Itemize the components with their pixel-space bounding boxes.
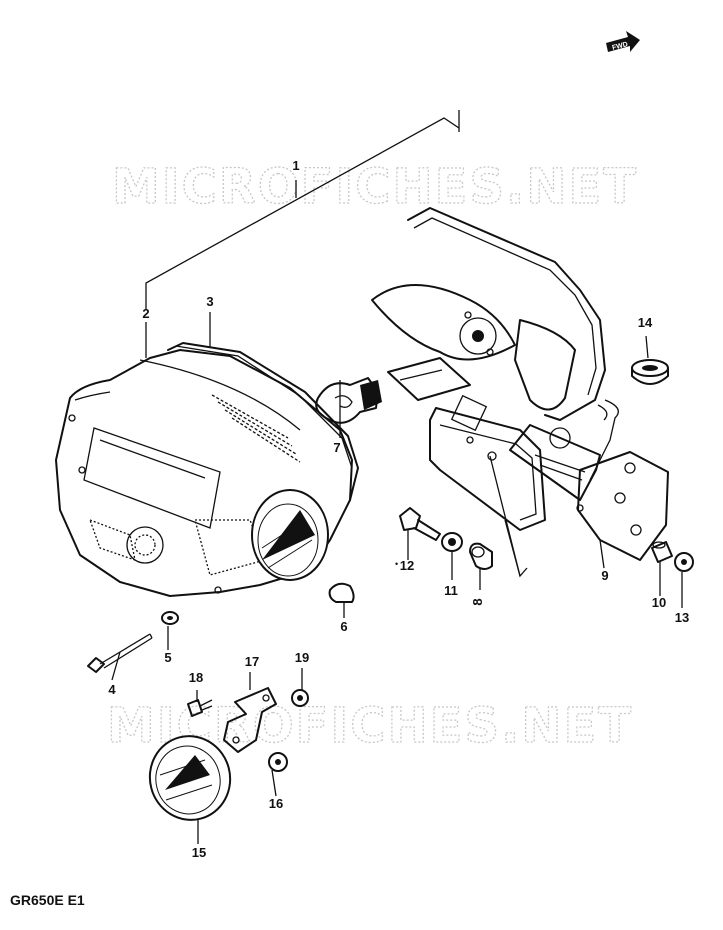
license-lamp-nut	[268, 752, 288, 772]
rubber-cushion	[328, 582, 355, 603]
assembly-bracket	[145, 110, 460, 310]
fwd-arrow-icon: FWD	[606, 31, 640, 52]
lamp-base-plate	[371, 207, 619, 531]
callout-8: 8	[470, 598, 485, 605]
license-lamp-bracket	[223, 687, 277, 753]
bolt	[399, 507, 441, 541]
callout-3: 3	[206, 294, 213, 309]
grommet	[631, 359, 669, 385]
callout-10: 10	[652, 595, 666, 610]
watermark-top: MICROFICHES.NET	[112, 159, 638, 215]
callout-2: 2	[142, 306, 149, 321]
lens-screw	[187, 699, 213, 717]
bracket-nut	[291, 689, 309, 707]
lamp-screw	[87, 633, 153, 673]
lamp-washer	[161, 611, 179, 625]
lamp-gasket	[167, 342, 359, 501]
callout-9: 9	[601, 568, 608, 583]
lamp-lens-housing	[55, 349, 353, 597]
callout-12: 12	[400, 558, 414, 573]
callout-14: 14	[638, 315, 653, 330]
tail-bulb	[315, 377, 382, 424]
spacer	[651, 541, 673, 563]
model-code: GR650E E1	[10, 892, 85, 908]
callout-1: 1	[292, 158, 299, 173]
nut	[674, 552, 694, 572]
callouts: 1 2 3 4 5 6 7 8 9 10 11 12 13 14 15 16 1…	[108, 158, 689, 860]
license-lamp-lens	[148, 735, 232, 821]
marker-dot: •	[395, 559, 398, 569]
callout-15: 15	[192, 845, 206, 860]
callout-6: 6	[340, 619, 347, 634]
callout-5: 5	[164, 650, 171, 665]
callout-13: 13	[675, 610, 689, 625]
callout-11: 11	[444, 583, 458, 598]
callout-18: 18	[189, 670, 203, 685]
license-bracket	[509, 424, 669, 561]
leader-8-11	[489, 455, 528, 578]
cushion	[469, 542, 493, 570]
callout-17: 17	[245, 654, 259, 669]
callout-16: 16	[269, 796, 283, 811]
leader-lines	[111, 312, 683, 844]
callout-7: 7	[333, 440, 340, 455]
fwd-label: FWD	[612, 41, 629, 52]
callout-4: 4	[108, 682, 116, 697]
washer	[441, 532, 463, 552]
callout-19: 19	[295, 650, 309, 665]
